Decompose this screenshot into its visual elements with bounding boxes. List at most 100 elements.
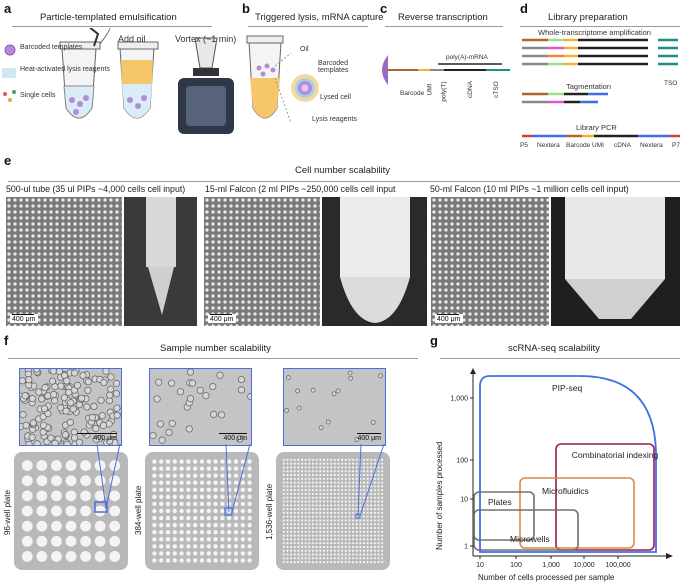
scalebar-f-1: 400 μm	[77, 432, 117, 442]
lysis-reagent-icon	[2, 68, 16, 78]
plate-well	[220, 501, 225, 507]
plate-well	[282, 500, 285, 503]
panel-d-label: d	[520, 1, 528, 16]
plate-well	[351, 500, 355, 503]
plate-well	[370, 545, 373, 549]
plate-well	[341, 473, 344, 477]
plate-well	[109, 460, 121, 471]
plate-well	[362, 462, 366, 465]
plate-well	[186, 459, 191, 464]
photo-e-1	[124, 197, 197, 326]
plate-well	[304, 561, 307, 564]
plate-well	[359, 549, 362, 552]
plate-well	[366, 515, 369, 518]
plate-well	[186, 558, 191, 563]
plate-well	[322, 458, 325, 461]
plate-well	[381, 534, 384, 537]
plate-well	[377, 470, 380, 473]
plate-well	[282, 534, 285, 537]
plate-well	[373, 538, 376, 541]
plate-well	[337, 519, 340, 522]
plate-well	[308, 515, 311, 518]
plate-well	[36, 475, 48, 487]
plate-well	[233, 501, 239, 507]
seg-ctso: cTSO	[492, 81, 500, 98]
plate-well	[311, 538, 315, 541]
micrograph-e-3: 400 μm	[431, 197, 549, 326]
plate-well	[293, 534, 296, 537]
plate-well	[247, 515, 252, 521]
brightfield-cell	[150, 431, 157, 440]
plate-well	[304, 534, 307, 537]
plate-well	[213, 487, 218, 492]
plate-well	[377, 561, 380, 564]
plate-well	[213, 522, 218, 528]
plate-well	[297, 477, 300, 480]
plate-well	[319, 466, 322, 469]
plate-well	[319, 511, 322, 514]
plate-well	[341, 466, 344, 469]
plate-well	[341, 500, 344, 503]
plate-well	[199, 558, 205, 563]
plate-well	[326, 500, 329, 503]
plate-well	[359, 538, 362, 541]
plate-well	[362, 477, 366, 480]
brightfield-f-1: 400 μm	[19, 368, 122, 446]
plate-well	[355, 473, 358, 477]
plate-well	[355, 485, 358, 488]
plate-well	[247, 459, 252, 464]
plate-well	[206, 466, 211, 471]
label-microfluidics: Microfluidics	[542, 486, 589, 496]
plate-well	[213, 551, 218, 556]
plate-well	[359, 462, 362, 465]
plate-well	[80, 551, 91, 562]
plate-well	[65, 535, 77, 547]
brightfield-cell	[153, 395, 161, 403]
plate-well	[165, 551, 171, 556]
plate-well	[300, 538, 304, 541]
plate-well	[293, 470, 296, 473]
brightfield-cell	[25, 440, 33, 445]
brightfield-cell	[217, 411, 226, 419]
plate-well	[304, 477, 307, 480]
plate-well	[322, 477, 325, 480]
plate-well	[300, 500, 304, 503]
plate-well	[370, 504, 373, 507]
panel-a-illustration	[2, 28, 234, 134]
plate-well	[227, 494, 232, 500]
plate-well	[213, 466, 218, 471]
plate-well	[319, 458, 322, 461]
plate-well	[333, 470, 336, 473]
plate-well	[304, 530, 307, 533]
brightfield-cell	[67, 399, 75, 407]
plate-well	[172, 459, 177, 464]
plate-well	[319, 526, 322, 530]
plate-well	[193, 522, 198, 528]
plate-well	[326, 519, 329, 522]
plate-well	[381, 538, 384, 541]
brightfield-cell	[63, 440, 71, 445]
plate-well	[179, 466, 184, 471]
plate-well	[297, 519, 300, 522]
plate-well	[311, 519, 315, 522]
plate-well	[304, 485, 307, 488]
plate-well	[373, 466, 376, 469]
plate-well	[286, 485, 289, 488]
plate-well	[348, 549, 351, 552]
plate-well	[65, 505, 77, 517]
pcr-nextera-1: Nextera	[537, 142, 560, 149]
plate-well	[308, 519, 311, 522]
plate-well	[366, 542, 369, 545]
plate-well	[300, 496, 304, 499]
plate-well	[319, 473, 322, 477]
plate-well	[227, 480, 232, 485]
plate-well	[333, 500, 336, 503]
plate-well	[359, 553, 362, 556]
caption-e-3: 50-ml Falcon (10 ml PIPs ~1 million cell…	[430, 184, 629, 194]
plate-well	[286, 545, 289, 549]
plate-well	[159, 508, 164, 514]
plate-well	[341, 545, 344, 549]
plate-well	[326, 538, 329, 541]
plate-well	[304, 473, 307, 477]
plate-well	[370, 466, 373, 469]
